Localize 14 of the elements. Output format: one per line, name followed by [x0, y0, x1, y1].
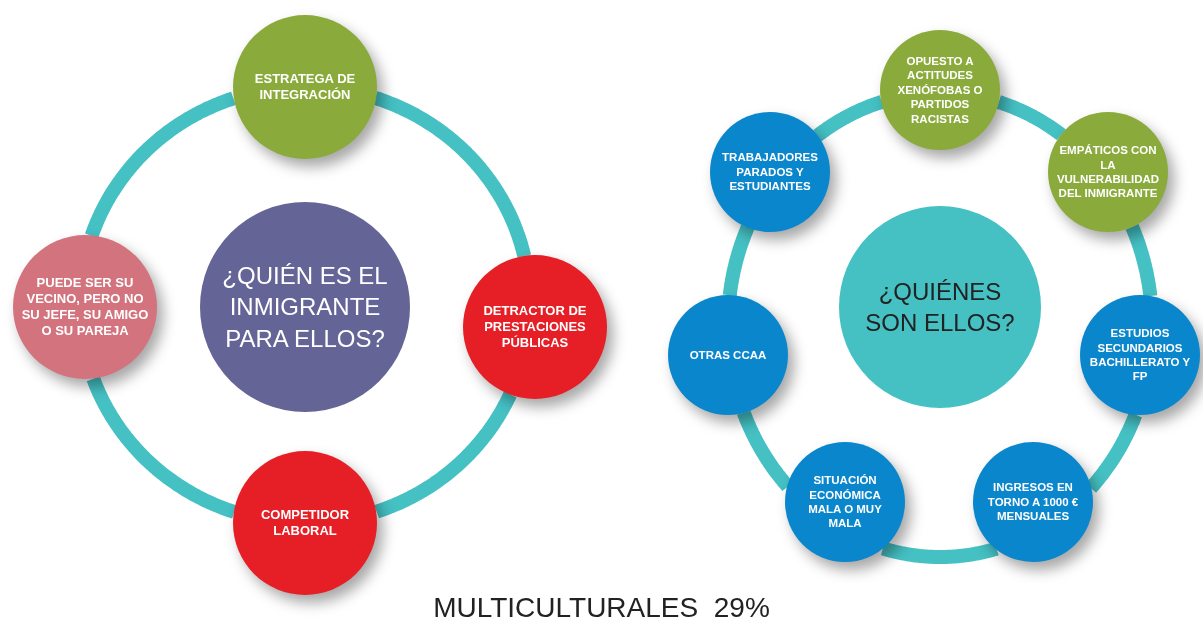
- topic-circle: EMPÁTICOS CON LA VULNERABILIDAD DEL INMIGRANTE: [1048, 112, 1168, 232]
- topic-circle: TRABAJADORES PARADOS Y ESTUDIANTES: [710, 112, 830, 232]
- topic-circle: INGRESOS EN TORNO A 1000 € MENSUALES: [973, 442, 1093, 562]
- topic-circle: COMPETIDOR LABORAL: [233, 451, 377, 595]
- topic-circle: SITUACIÓN ECONÓMICA MALA O MUY MALA: [785, 442, 905, 562]
- topic-circle: OPUESTO A ACTITUDES XENÓFOBAS O PARTIDOS RACISTAS: [880, 30, 1000, 150]
- topic-circle: DETRACTOR DE PRESTACIONES PÚBLICAS: [463, 255, 607, 399]
- topic-circle: PUEDE SER SU VECINO, PERO NO SU JEFE, SU AMIGO O SU PAREJA: [13, 235, 157, 379]
- question-circle: ¿QUIÉN ES EL INMIGRANTE PARA ELLOS?: [200, 202, 410, 412]
- topic-circle: ESTRATEGA DE INTEGRACIÓN: [233, 15, 377, 159]
- topic-circle: ESTUDIOS SECUNDARIOS BACHILLERATO Y FP: [1080, 295, 1200, 415]
- question-circle: ¿QUIÉNES SON ELLOS?: [839, 206, 1041, 408]
- topic-circle: OTRAS CCAA: [668, 295, 788, 415]
- caption: MULTICULTURALES 29%: [432, 592, 771, 624]
